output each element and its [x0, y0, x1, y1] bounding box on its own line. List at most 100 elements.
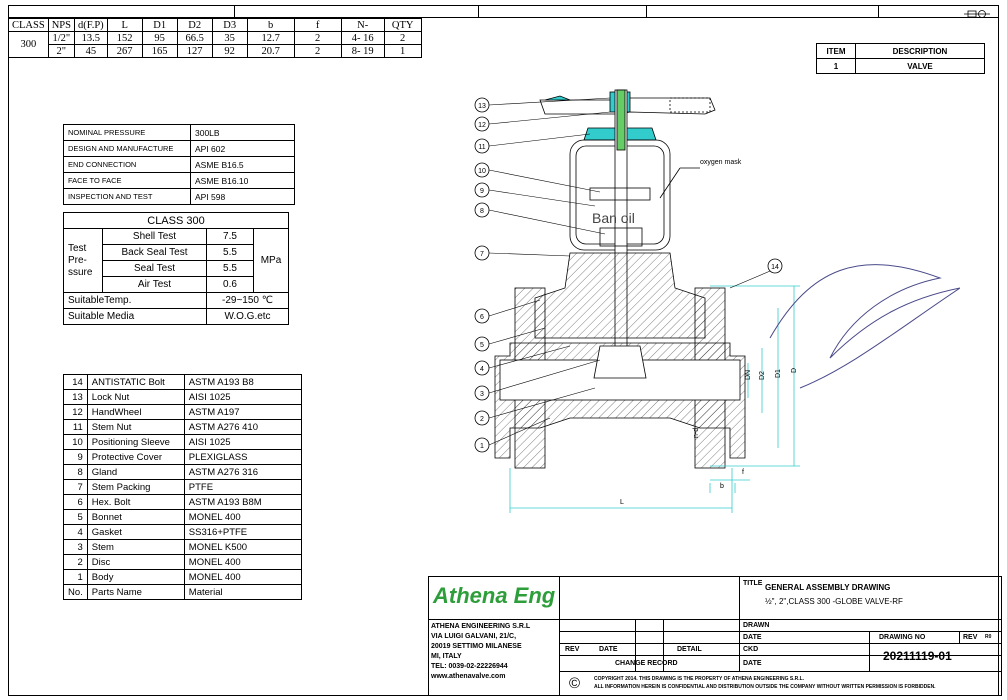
dimension-label: DN: [745, 370, 752, 380]
part-name: Stem Nut: [86, 419, 185, 435]
balloon-leader: [488, 111, 611, 125]
part-name: Hex. Bolt: [86, 494, 185, 510]
dimension-label: n-d: [693, 428, 700, 438]
dim-cell: 95: [141, 31, 178, 45]
dim-cell: 45: [73, 44, 108, 58]
tb-divider: [559, 577, 560, 695]
dim-cell: 13.5: [73, 31, 108, 45]
balloon-circle: [474, 385, 490, 401]
part-material: PTFE: [183, 479, 302, 495]
spec-label: FACE TO FACE: [63, 172, 191, 189]
handwheel-hub-left: [544, 95, 571, 101]
part-number: 13: [63, 389, 88, 405]
media-value: W.O.G.etc: [206, 308, 289, 325]
item-row: 1 VALVE: [816, 58, 985, 74]
test-name: Air Test: [102, 276, 207, 293]
balloon-leader: [488, 189, 596, 207]
tb-divider: [429, 619, 559, 620]
dimension-label: D2: [759, 371, 766, 380]
part-name: Bonnet: [86, 509, 185, 525]
frame-top: [8, 5, 998, 6]
spec-value: 300LB: [190, 124, 295, 141]
date-label: DATE: [743, 634, 762, 641]
test-name: Shell Test: [102, 228, 207, 245]
spec-value: API 602: [190, 140, 295, 157]
dimension-label: b: [720, 483, 724, 490]
dim-cell: 2: [383, 31, 422, 45]
company-line: TEL: 0039-02-22226944: [431, 663, 508, 670]
part-name: HandWheel: [86, 404, 185, 420]
title-line-2: ½", 2",CLASS 300 -GLOBE VALVE-RF: [765, 597, 903, 606]
balloon-number: 11: [478, 144, 485, 151]
dim-cell: 8- 19: [340, 44, 385, 58]
balloon-leader: [488, 345, 571, 369]
spec-label: INSPECTION AND TEST: [63, 188, 191, 205]
rev-value: R0: [985, 634, 992, 640]
part-name: Protective Cover: [86, 449, 185, 465]
balloon-number: 5: [480, 342, 484, 349]
dim-cell: 2": [47, 44, 75, 58]
balloon-circle: [474, 162, 490, 178]
balloon-number: 13: [478, 103, 486, 110]
part-material: MONEL K500: [183, 539, 302, 555]
test-value: 7.5: [206, 228, 254, 245]
part-number: 12: [63, 404, 88, 420]
class-title: CLASS 300: [63, 212, 289, 229]
tb-divider: [559, 655, 1001, 656]
dim-cell: 165: [141, 44, 178, 58]
part-name: ANTISTATIC Bolt: [86, 374, 185, 390]
dim-header: QTY: [383, 18, 422, 32]
balloon-number: 10: [478, 168, 486, 175]
part-number: 8: [63, 464, 88, 480]
balloon-leader: [488, 169, 601, 193]
oxygen-mask-label: oxygen mask: [700, 159, 742, 166]
item-header-row: ITEM DESCRIPTION: [816, 43, 985, 59]
part-name: Body: [86, 569, 185, 585]
balloon-leader: [488, 133, 591, 147]
balloon-circle: [474, 182, 490, 198]
frame-tick: [234, 5, 235, 17]
copyright-line-2: ALL INFORMATION HEREIN IS CONFIDENTIAL A…: [594, 684, 936, 690]
temp-row: SuitableTemp.-29~150 ℃: [63, 292, 289, 309]
tb-divider: [869, 631, 870, 671]
dim-cell: 267: [106, 44, 143, 58]
part-number: 7: [63, 479, 88, 495]
company-address: ATHENA ENGINEERING S.R.L VIA LUIGI GALVA…: [431, 622, 530, 682]
drawn-label: DRAWN: [743, 622, 770, 629]
dim-header: N-: [340, 18, 385, 32]
company-line: www.athenavalve.com: [431, 673, 506, 680]
dim-header: D3: [211, 18, 248, 32]
handwritten-signature: [769, 264, 960, 389]
test-row: Test Pre- ssure Shell Test 7.5 MPa: [63, 228, 289, 293]
part-name: Lock Nut: [86, 389, 185, 405]
rev-label: REV: [963, 634, 978, 641]
ban-oil-label: Ban oil: [592, 210, 635, 226]
dimension-header-row: CLASS NPS d(F.P) L D1 D2 D3 b f N- QTY: [8, 18, 422, 32]
description-cell: VALVE: [855, 58, 985, 74]
tb-divider: [663, 619, 664, 671]
balloon-circle: [474, 308, 490, 324]
company-line: MI, ITALY: [431, 653, 462, 660]
unit-label: MPa: [253, 228, 289, 293]
spec-label: NOMINAL PRESSURE: [63, 124, 191, 141]
balloon-number: 12: [478, 122, 486, 129]
balloon-circle: [474, 138, 490, 154]
part-material: ASTM A193 B8: [183, 374, 302, 390]
balloon-circle: [767, 258, 783, 274]
parts-footer-cell: No.: [63, 584, 88, 600]
part-number: 10: [63, 434, 88, 450]
part-name: Gasket: [86, 524, 185, 540]
